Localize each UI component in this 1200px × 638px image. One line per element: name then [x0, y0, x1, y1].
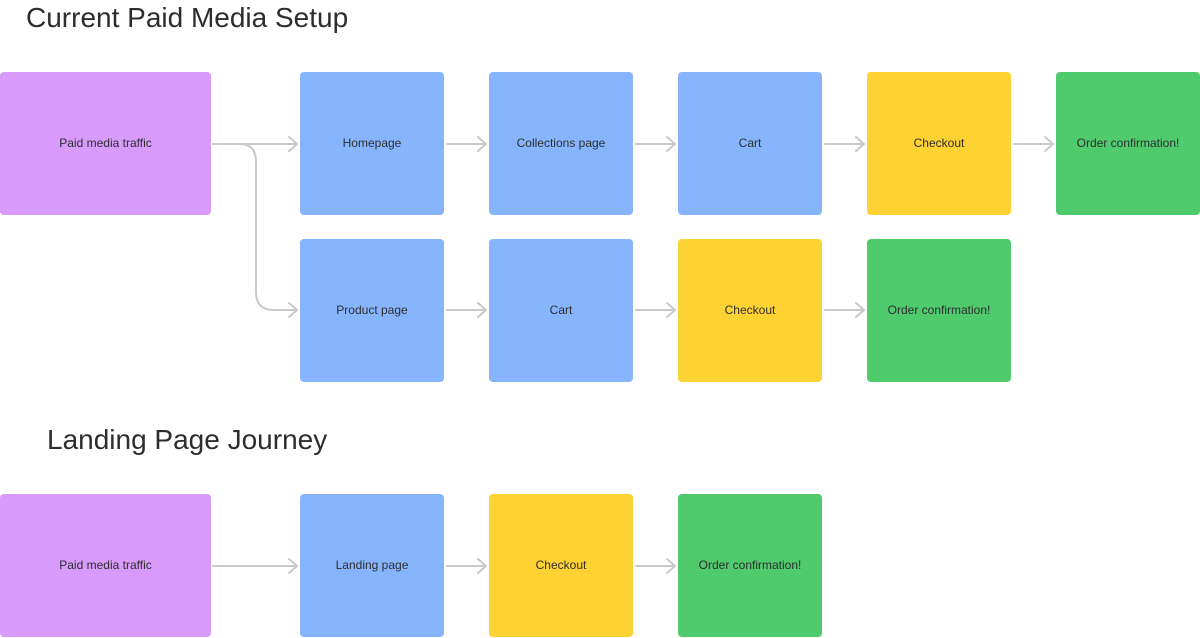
connector-traffic-to-landing — [212, 558, 298, 574]
node-order-confirmation-3[interactable]: Order confirmation! — [678, 494, 822, 637]
node-landing-page[interactable]: Landing page — [300, 494, 444, 637]
connector-cart-to-checkout — [824, 136, 865, 152]
node-order-confirmation-2[interactable]: Order confirmation! — [867, 239, 1011, 382]
section-title-current: Current Paid Media Setup — [26, 2, 349, 33]
section-title-landing: Landing Page Journey — [47, 424, 328, 455]
connector-checkout-to-confirmation — [1013, 136, 1054, 152]
node-collections-page[interactable]: Collections page — [489, 72, 633, 215]
node-checkout-2[interactable]: Checkout — [678, 239, 822, 382]
node-product-page[interactable]: Product page — [300, 239, 444, 382]
connector-traffic-to-homepage — [212, 136, 298, 152]
node-order-confirmation[interactable]: Order confirmation! — [1056, 72, 1200, 215]
node-paid-media-traffic[interactable]: Paid media traffic — [0, 72, 211, 215]
connector-traffic-to-product — [239, 143, 298, 318]
node-cart[interactable]: Cart — [678, 72, 822, 215]
connector-checkout-to-confirmation-2 — [824, 302, 865, 318]
connector-product-to-cart — [446, 302, 487, 318]
connector-collections-to-cart — [635, 136, 676, 152]
connector-landing-to-checkout — [446, 558, 487, 574]
node-cart-2[interactable]: Cart — [489, 239, 633, 382]
node-paid-media-traffic-2[interactable]: Paid media traffic — [0, 494, 211, 637]
connector-checkout-to-confirmation-3 — [635, 558, 676, 574]
node-checkout[interactable]: Checkout — [867, 72, 1011, 215]
connector-cart-to-checkout-2 — [635, 302, 676, 318]
connector-homepage-to-collections — [446, 136, 487, 152]
node-homepage[interactable]: Homepage — [300, 72, 444, 215]
node-checkout-3[interactable]: Checkout — [489, 494, 633, 637]
